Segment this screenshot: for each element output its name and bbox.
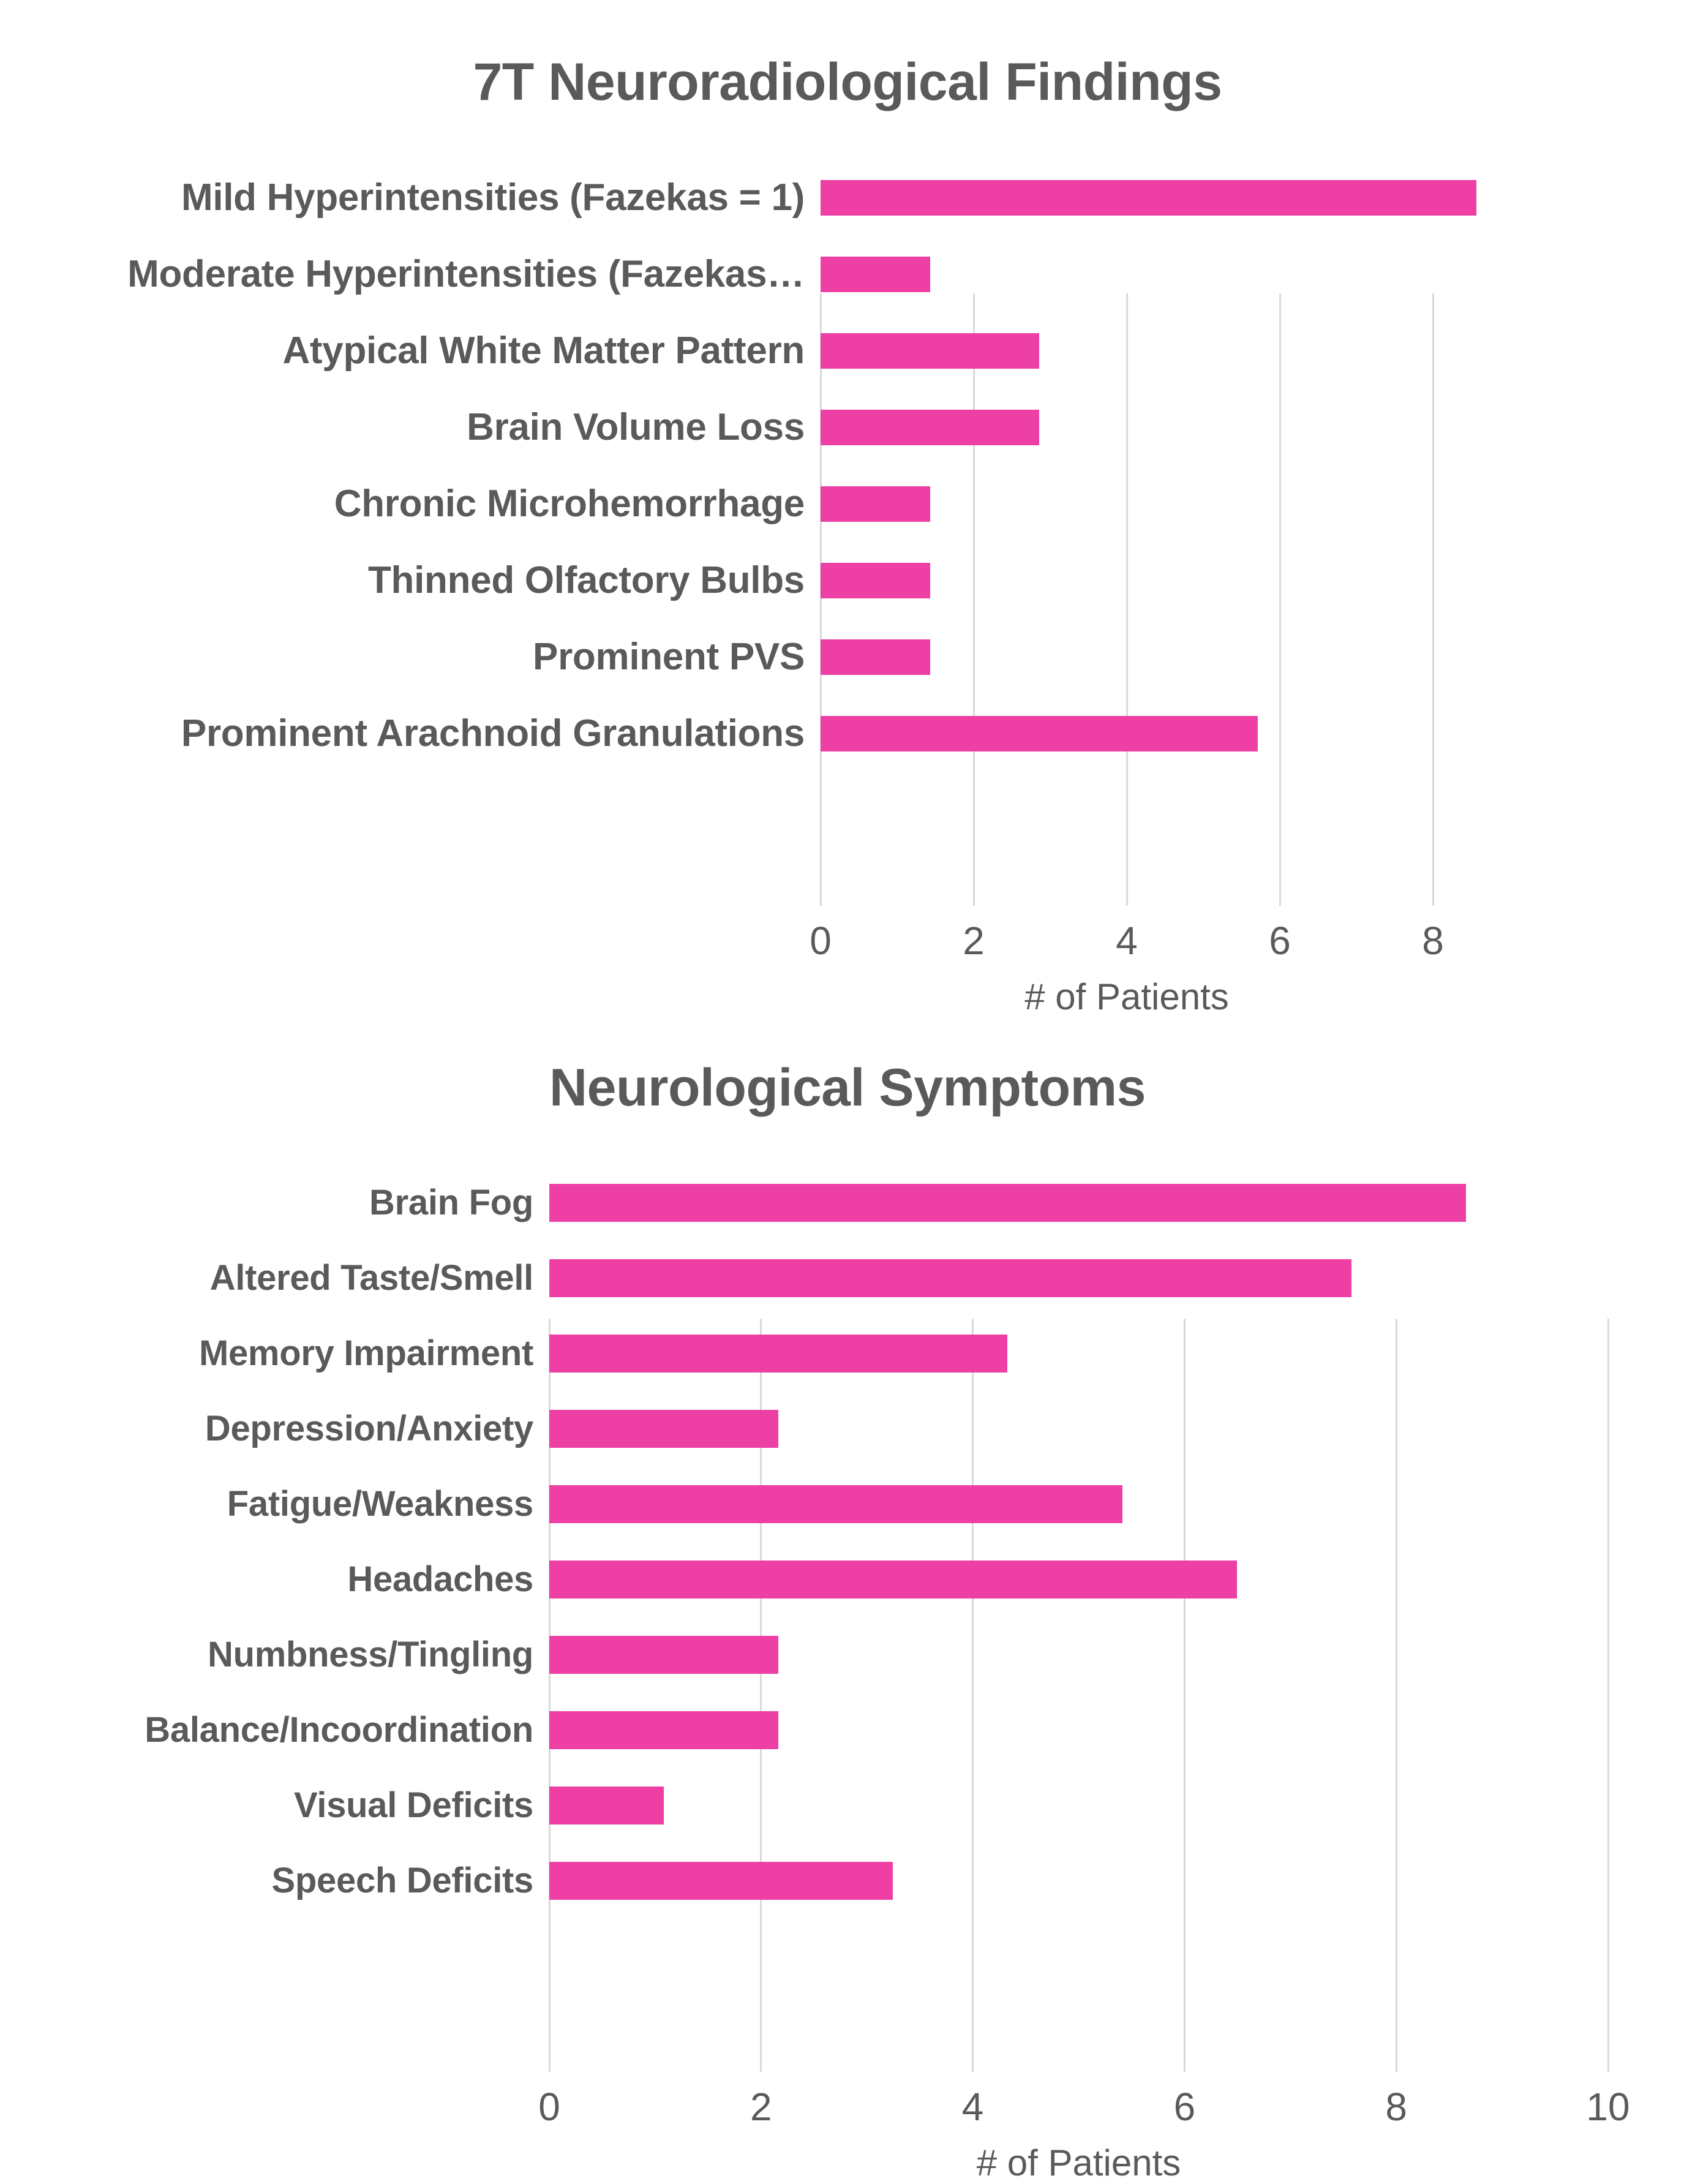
category-label: Numbness/Tingling [208,1635,533,1675]
x-tick-label: 2 [963,918,985,963]
category-label: Brain Fog [369,1183,533,1223]
x-tick-label: 6 [1269,918,1291,963]
bar-row: Atypical White Matter Pattern [0,313,1695,390]
category-label: Headaches [347,1559,533,1600]
category-label: Thinned Olfactory Bulbs [367,559,805,602]
x-tick-label: 4 [961,2084,984,2129]
bar-track [821,390,1695,466]
bar [821,563,930,599]
bar [821,486,930,522]
bar [821,180,1476,216]
bar-track [549,1241,1695,1316]
chart-title-findings: 7T Neuroradiological Findings [473,53,1222,112]
bar [549,1410,779,1448]
category-label: Moderate Hyperintensities (Fazekas… [127,253,805,296]
bar-row: Headaches [0,1542,1695,1617]
bar-track [549,1843,1695,1919]
bar [821,639,930,676]
bar-track [549,1693,1695,1768]
bar-row: Fatigue/Weakness [0,1467,1695,1542]
bar [549,1485,1122,1524]
bar-track [549,1467,1695,1542]
bar-row: Mild Hyperintensities (Fazekas = 1) [0,160,1695,236]
x-tick-label: 6 [1173,2084,1196,2129]
bar-row: Speech Deficits [0,1843,1695,1919]
category-label: Balance/Incoordination [145,1710,533,1750]
bar-track [821,619,1695,696]
chart-7t-neuroradiological-findings: 7T Neuroradiological Findings Mild Hyper… [0,0,1695,1017]
bar [549,1184,1466,1222]
bar [549,1335,1008,1373]
x-axis-symptoms: # of Patients 0 2 4 6 8 10 [538,2083,1629,2183]
category-label: Visual Deficits [294,1785,533,1826]
bar-rows-findings: Mild Hyperintensities (Fazekas = 1) Moder… [0,160,1695,772]
bar-row: Brain Volume Loss [0,390,1695,466]
bar-row: Thinned Olfactory Bulbs [0,543,1695,619]
bar-row: Prominent PVS [0,619,1695,696]
bar [821,257,930,293]
bar [821,333,1039,369]
bar-track [549,1768,1695,1843]
bar-row: Altered Taste/Smell [0,1241,1695,1316]
x-tick-label: 4 [1116,918,1138,963]
bar-row: Numbness/Tingling [0,1617,1695,1693]
x-tick-label: 0 [810,918,832,963]
bar-track [821,160,1695,236]
category-label: Brain Volume Loss [467,406,805,449]
x-axis-label-symptoms: # of Patients [976,2142,1181,2183]
bar [549,1561,1237,1599]
category-label: Mild Hyperintensities (Fazekas = 1) [181,176,805,219]
x-tick-label: 8 [1385,2084,1407,2129]
x-tick-label: 10 [1586,2084,1630,2129]
bar [821,716,1258,752]
bar-row: Balance/Incoordination [0,1693,1695,1768]
bar-track [549,1542,1695,1617]
bar-row: Visual Deficits [0,1768,1695,1843]
bar [549,1259,1351,1298]
x-tick-label: 8 [1422,918,1444,963]
bar [549,1711,779,1750]
category-label: Chronic Microhemorrhage [334,483,805,525]
bar-track [821,466,1695,543]
bar-track [821,696,1695,772]
bar-track [821,543,1695,619]
bar-row: Memory Impairment [0,1316,1695,1391]
bar-row: Brain Fog [0,1165,1695,1241]
category-label: Depression/Anxiety [205,1409,533,1449]
bar [549,1636,779,1674]
bar-track [821,236,1695,313]
bar [549,1787,664,1825]
bar-track [821,313,1695,390]
bar-row: Moderate Hyperintensities (Fazekas… [0,236,1695,313]
bar-row: Chronic Microhemorrhage [0,466,1695,543]
bar [549,1862,893,1900]
x-axis-label-findings: # of Patients [1024,976,1229,1017]
x-tick-label: 2 [750,2084,772,2129]
x-tick-label: 0 [538,2084,560,2129]
bar-track [549,1165,1695,1241]
bar [821,410,1039,446]
bar-row: Prominent Arachnoid Granulations [0,696,1695,772]
bar-track [549,1391,1695,1467]
category-label: Speech Deficits [271,1861,534,1901]
category-label: Prominent PVS [533,636,805,679]
category-label: Altered Taste/Smell [209,1258,534,1298]
category-label: Atypical White Matter Pattern [282,329,805,372]
x-axis-findings: # of Patients 0 2 4 6 8 [810,917,1444,1017]
category-label: Memory Impairment [198,1333,533,1374]
plot-area-findings: Mild Hyperintensities (Fazekas = 1) Moder… [0,160,1695,1017]
bar-track [549,1316,1695,1391]
chart-title-symptoms: Neurological Symptoms [549,1058,1146,1118]
bar-row: Depression/Anxiety [0,1391,1695,1467]
bar-track [549,1617,1695,1693]
category-label: Fatigue/Weakness [227,1484,534,1524]
category-label: Prominent Arachnoid Granulations [181,712,805,755]
